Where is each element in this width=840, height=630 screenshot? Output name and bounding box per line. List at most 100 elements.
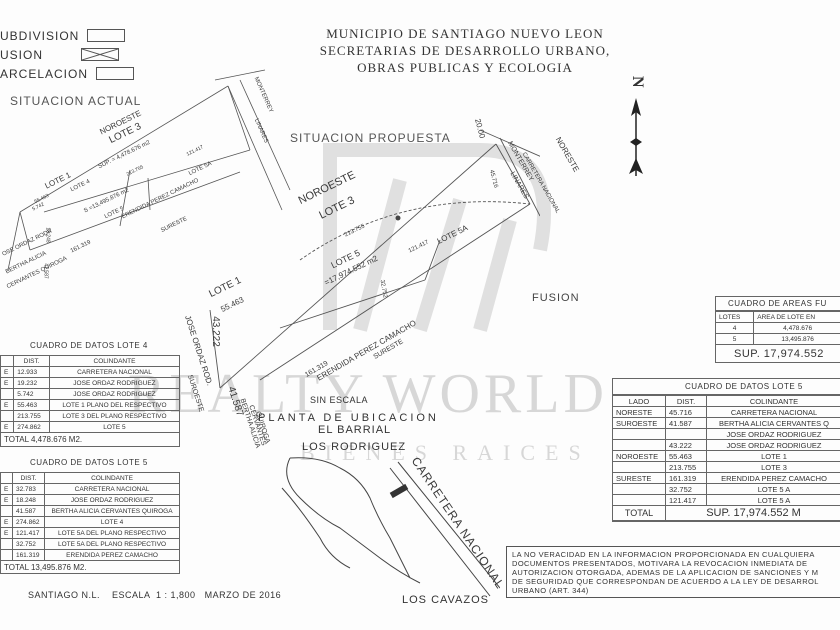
- legend-subdivision: UBDIVISION: [0, 26, 134, 45]
- table-cell: [665, 428, 707, 440]
- tabla-lote5-right: CUADRO DE DATOS LOTE 5 LADO DIST. COLIND…: [612, 378, 840, 522]
- tabla-lote4-title: CUADRO DE DATOS LOTE 4: [30, 341, 148, 350]
- table-row: LADO DIST. COLINDANTE: [613, 395, 840, 407]
- legend-fusion-box: [81, 48, 120, 61]
- table-cell: 19.232: [13, 377, 50, 389]
- table-header: DIST.: [665, 395, 707, 407]
- table-cell: 12.933: [13, 366, 50, 378]
- municipality-header: MUNICIPIO DE SANTIAGO NUEVO LEON SECRETA…: [300, 25, 630, 76]
- table-cell: 274.862: [13, 421, 50, 433]
- north-arrow-icon: [629, 98, 643, 176]
- table-cell: E: [0, 421, 15, 433]
- table-cell: 18.248: [11, 494, 46, 506]
- table-cell: SUROESTE: [613, 417, 666, 429]
- table-header: AREA DE LOTE EN: [753, 311, 840, 323]
- table-cell: 161.319: [665, 472, 707, 484]
- table-cell: JOSE ORDAZ RODRIGUEZ: [706, 439, 840, 451]
- legend: UBDIVISION USION ARCELACION: [0, 26, 135, 83]
- table-cell: LOTE 1: [706, 450, 840, 462]
- table-cell: JOSE ORDAZ RODRIGUEZ: [48, 388, 181, 400]
- table-header: [0, 472, 13, 484]
- table-cell: [0, 388, 15, 400]
- table-cell: E: [0, 377, 15, 389]
- table-cell: [613, 428, 666, 440]
- table-cell: 32.752: [11, 538, 46, 550]
- plan-situacion-actual: [7, 69, 291, 271]
- table-cell: E: [0, 527, 13, 539]
- table-cell: 4,478.676: [753, 322, 840, 334]
- table-header: DIST.: [11, 472, 46, 484]
- table-cell: 274.862: [11, 516, 46, 528]
- table-cell: 32.783: [11, 483, 46, 495]
- tabla-areas: CUADRO DE AREAS FU LOTES AREA DE LOTE EN…: [715, 296, 840, 363]
- table-cell: 55.463: [13, 399, 50, 411]
- header-line-1: MUNICIPIO DE SANTIAGO NUEVO LEON: [326, 26, 604, 41]
- actual-d11: 41.587: [42, 263, 49, 279]
- table-cell: CARRETERA NACIONAL: [706, 406, 840, 418]
- table-cell: ERENDIDA PEREZ CAMACHO: [44, 549, 180, 561]
- legend-subdivision-box: [87, 29, 126, 42]
- situacion-propuesta-label: SITUACION PROPUESTA: [290, 131, 451, 145]
- propuesta-d43: 43.222: [209, 316, 221, 347]
- sin-escala-label: SIN ESCALA: [310, 395, 369, 405]
- el-barrial-label: EL BARRIAL: [318, 424, 392, 436]
- table-cell: CARRETERA NACIONAL: [48, 366, 181, 378]
- legal-note: LA NO VERACIDAD EN LA INFORMACION PROPOR…: [506, 546, 840, 598]
- los-rodriguez-label: LOS RODRIGUEZ: [302, 441, 407, 453]
- table-cell: E: [0, 516, 13, 528]
- tabla-lote4: CUADRO DE DATOS LOTE 4 DIST. COLINDANTE …: [0, 341, 181, 447]
- table-cell: 121.417: [11, 527, 46, 539]
- table-cell: LOTE 5A DEL PLANO RESPECTIVO: [44, 527, 180, 539]
- table-cell: BERTHA ALICIA CERVANTES Q: [706, 417, 840, 429]
- legal-note-line-2: DOCUMENTOS PRESENTADOS, MOTIVARA LA REVO…: [512, 559, 808, 568]
- table-cell: JOSE ORDAZ RODRIGUEZ: [706, 428, 840, 440]
- legend-parcelacion-label: ARCELACION: [0, 66, 89, 81]
- table-cell: 121.417: [665, 494, 707, 506]
- table-cell: LOTE 5: [48, 421, 181, 433]
- table-cell: 5.742: [13, 388, 50, 400]
- table-cell: 213.755: [665, 461, 707, 473]
- table-cell: 213.755: [13, 410, 50, 422]
- table-cell: SURESTE: [613, 472, 666, 484]
- table-cell: E: [0, 399, 15, 411]
- table-cell: 5: [716, 333, 755, 345]
- tabla-lote4-total: TOTAL 4,478.676 M2.: [0, 432, 180, 447]
- table-cell: JOSE ORDAZ RODRIGUEZ: [44, 494, 180, 506]
- tabla-lote5-right-total-label: TOTAL: [613, 505, 666, 521]
- table-cell: 45.716: [665, 406, 707, 418]
- table-cell: NORESTE: [613, 406, 666, 418]
- legend-fusion-label: USION: [0, 47, 44, 62]
- legend-subdivision-label: UBDIVISION: [0, 28, 80, 43]
- footer-scale: SANTIAGO N.L. ESCALA 1 : 1,800 MARZO DE …: [28, 590, 282, 600]
- table-cell: JOSE ORDAZ RODRIGUEZ: [48, 377, 181, 389]
- table-cell: 4: [716, 322, 755, 334]
- table-cell: LOTE 5 A: [706, 494, 840, 506]
- table-cell: LOTE 1 PLANO DEL RESPECTIVO: [48, 399, 181, 411]
- table-cell: [613, 461, 666, 473]
- table-cell: LOTE 4: [44, 516, 180, 528]
- tabla-lote5-left-total: TOTAL 13,495.876 M2.: [0, 560, 180, 574]
- tabla-lote5-left-title: CUADRO DE DATOS LOTE 5: [30, 458, 148, 467]
- propuesta-noreste: NORESTE: [553, 135, 581, 174]
- table-cell: [0, 538, 13, 550]
- situacion-actual-label: SITUACION ACTUAL: [10, 94, 142, 108]
